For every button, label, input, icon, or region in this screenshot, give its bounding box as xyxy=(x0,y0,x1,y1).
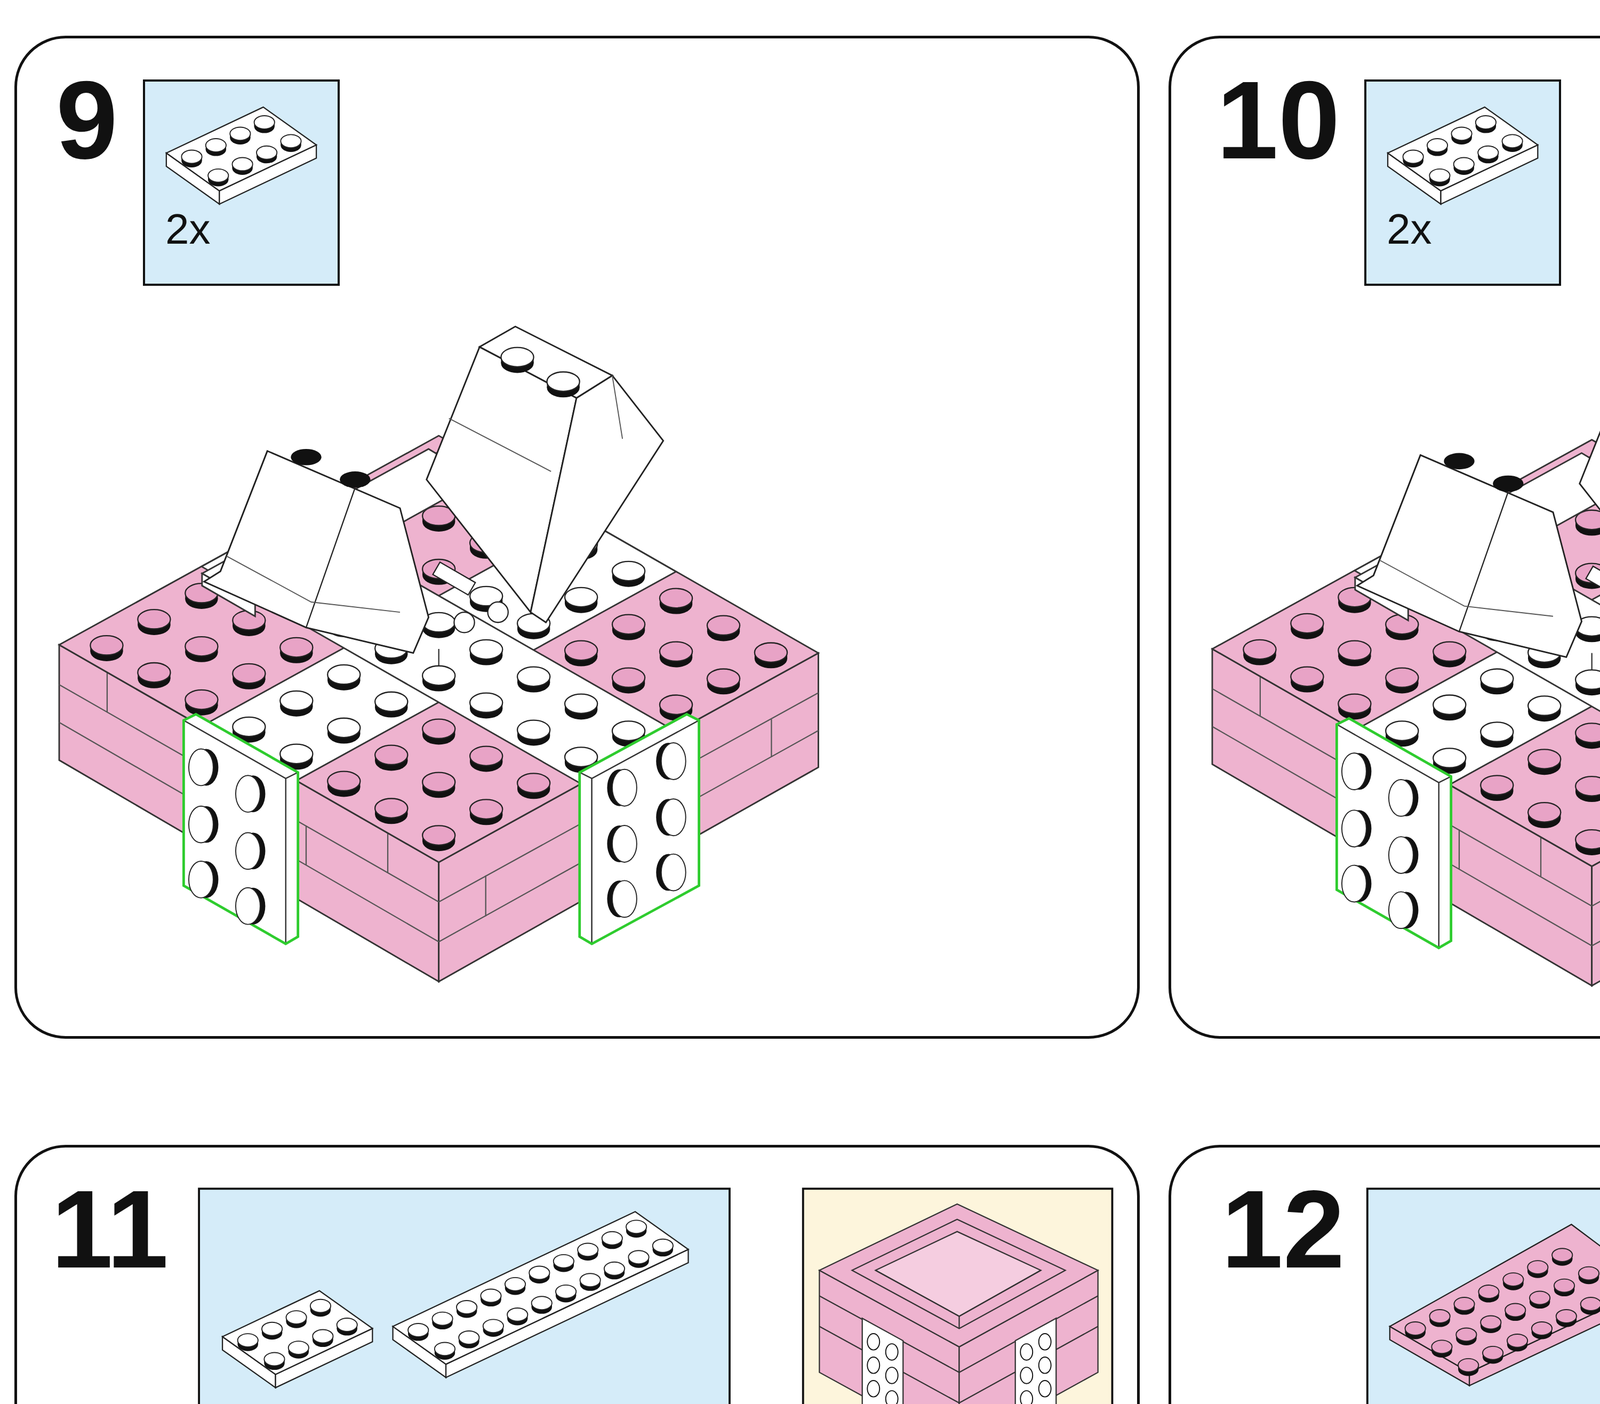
step-panel: 9 2x xyxy=(14,35,1140,1039)
part-quantity: 2x xyxy=(1386,208,1432,251)
part-quantity: 2x xyxy=(165,208,211,251)
step-number: 11 xyxy=(51,1173,169,1285)
step-number: 9 xyxy=(56,64,118,176)
step-panel: 10 2x xyxy=(1168,35,1600,1039)
parts-callout: 2x xyxy=(142,79,340,286)
step-panel: 12 xyxy=(1168,1145,1600,1404)
step-number: 12 xyxy=(1221,1173,1345,1285)
step-panel: 11 xyxy=(14,1145,1140,1404)
step-number: 10 xyxy=(1216,64,1340,176)
parts-callout: 2x xyxy=(1364,79,1562,286)
